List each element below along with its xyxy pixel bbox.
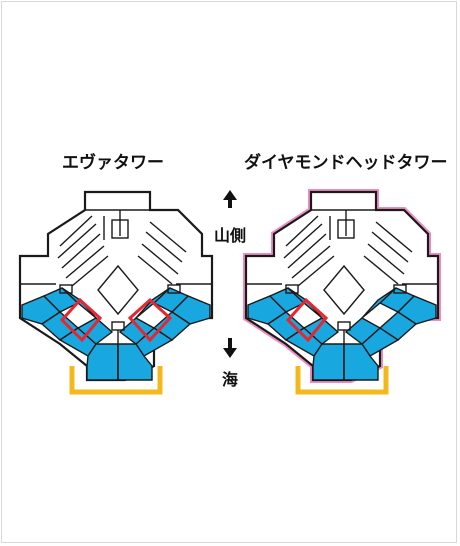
sea-side-label: 海 xyxy=(221,370,238,389)
dh-yellow-base xyxy=(295,366,389,395)
mountain-side-label: 山側 xyxy=(213,226,246,245)
eva-yellow-base xyxy=(69,366,163,395)
eva-tower-title: エヴァタワー xyxy=(62,153,164,173)
eva-tower-plan xyxy=(18,190,214,395)
arrow-down-icon xyxy=(223,338,237,358)
arrow-up-icon xyxy=(223,190,237,208)
diamond-head-tower-title: ダイヤモンドヘッドタワー xyxy=(244,153,448,173)
dh-highlighted-rooms xyxy=(285,297,329,343)
eva-highlighted-rooms xyxy=(59,297,173,343)
diamond-head-tower-plan xyxy=(246,192,438,395)
